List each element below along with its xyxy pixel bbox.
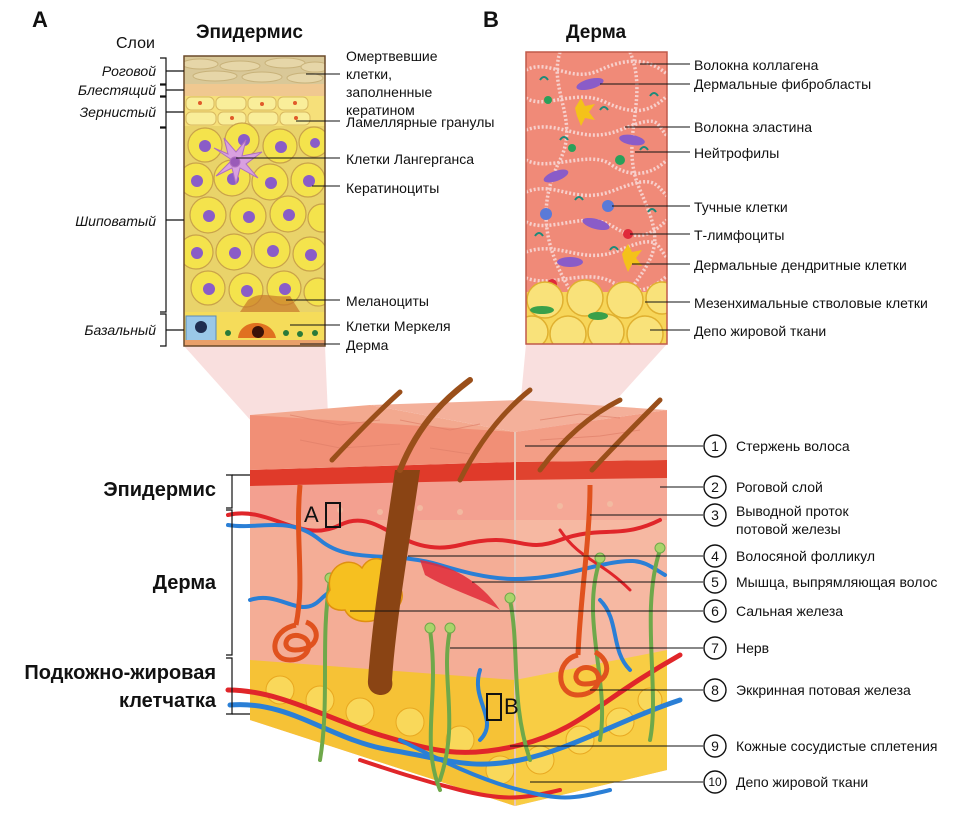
dermis-panel bbox=[526, 52, 667, 344]
marker-b: B bbox=[504, 694, 519, 719]
label-eccrine-gland: Эккринная потовая железа bbox=[736, 682, 911, 698]
label-dendritic-cells: Дермальные дендритные клетки bbox=[694, 257, 907, 273]
skin-block bbox=[225, 377, 683, 806]
marker-b-box bbox=[486, 693, 502, 721]
num-5: 5 bbox=[711, 574, 719, 590]
label-t-lymphocytes: Т-лимфоциты bbox=[694, 227, 785, 243]
label-merkel: Клетки Меркеля bbox=[346, 318, 451, 334]
panel-a-title: Эпидермис bbox=[196, 22, 303, 43]
layer-basale: Базальный bbox=[84, 322, 156, 338]
panel-a-letter: A bbox=[32, 7, 48, 32]
marker-a: A bbox=[304, 502, 319, 527]
layer-corneum: Роговой bbox=[101, 63, 156, 79]
num-6: 6 bbox=[711, 603, 719, 619]
label-dead-cells: Омертвевшие клетки, заполненные кератино… bbox=[346, 48, 438, 118]
label-nerve: Нерв bbox=[736, 640, 770, 656]
label-mast-cells: Тучные клетки bbox=[694, 199, 788, 215]
label-neutrophils: Нейтрофилы bbox=[694, 145, 780, 161]
label-dermis-a: Дерма bbox=[346, 337, 389, 353]
label-mesenchymal: Мезенхимальные стволовые клетки bbox=[694, 295, 928, 311]
layer-lucidum: Блестящий bbox=[77, 82, 156, 98]
side-hypodermis-2: клетчатка bbox=[118, 690, 216, 712]
num-2: 2 bbox=[711, 479, 719, 495]
hair-shaft bbox=[397, 377, 473, 473]
label-fat-depot: Депо жировой ткани bbox=[736, 774, 869, 790]
side-hypodermis-1: Подкожно-жировая bbox=[24, 662, 216, 684]
side-dermis: Дерма bbox=[152, 572, 216, 594]
panel-b-letter: B bbox=[483, 7, 499, 32]
label-fat-depot-b: Депо жировой ткани bbox=[694, 323, 827, 339]
label-elastin: Волокна эластина bbox=[694, 119, 813, 135]
marker-a-box bbox=[325, 502, 341, 528]
label-stratum-corneum: Роговой слой bbox=[736, 479, 823, 495]
label-melanocytes: Меланоциты bbox=[346, 293, 429, 309]
label-vascular-plexus: Кожные сосудистые сплетения bbox=[736, 738, 938, 754]
sweat-gland-right bbox=[558, 649, 610, 698]
num-3: 3 bbox=[711, 507, 719, 523]
num-10: 10 bbox=[708, 775, 722, 789]
label-sebaceous: Сальная железа bbox=[736, 603, 844, 619]
label-arrector-pili: Мышца, выпрямляющая волос bbox=[736, 574, 938, 590]
hair-follicle bbox=[367, 470, 420, 695]
label-hair-follicle: Волосяной фолликул bbox=[736, 548, 876, 564]
label-keratinocytes: Кератиноциты bbox=[346, 180, 440, 196]
num-9: 9 bbox=[711, 738, 719, 754]
label-sweat-duct: Выводной проток потовой железы bbox=[736, 503, 849, 537]
label-collagen: Волокна коллагена bbox=[694, 57, 819, 73]
label-lamellar-granules: Ламеллярные гранулы bbox=[346, 114, 495, 130]
layers-heading: Слои bbox=[116, 35, 155, 52]
layer-granulosum: Зернистый bbox=[79, 104, 156, 120]
epidermis-panel bbox=[184, 56, 325, 346]
label-fibroblasts: Дермальные фибробласты bbox=[694, 76, 872, 92]
side-epidermis: Эпидермис bbox=[103, 479, 216, 501]
label-langerhans: Клетки Лангерганса bbox=[346, 151, 475, 167]
num-1: 1 bbox=[711, 438, 719, 454]
num-7: 7 bbox=[711, 640, 719, 656]
panel-b-title: Дерма bbox=[566, 22, 627, 43]
num-4: 4 bbox=[711, 548, 719, 564]
langerhans-cell bbox=[213, 137, 263, 185]
arrector-pili-muscle bbox=[420, 560, 500, 610]
sweat-gland-left bbox=[272, 619, 319, 663]
layer-spinosum: Шиповатый bbox=[75, 213, 156, 229]
layer-brackets bbox=[160, 57, 184, 347]
label-hair-shaft: Стержень волоса bbox=[736, 438, 850, 454]
num-8: 8 bbox=[711, 682, 719, 698]
